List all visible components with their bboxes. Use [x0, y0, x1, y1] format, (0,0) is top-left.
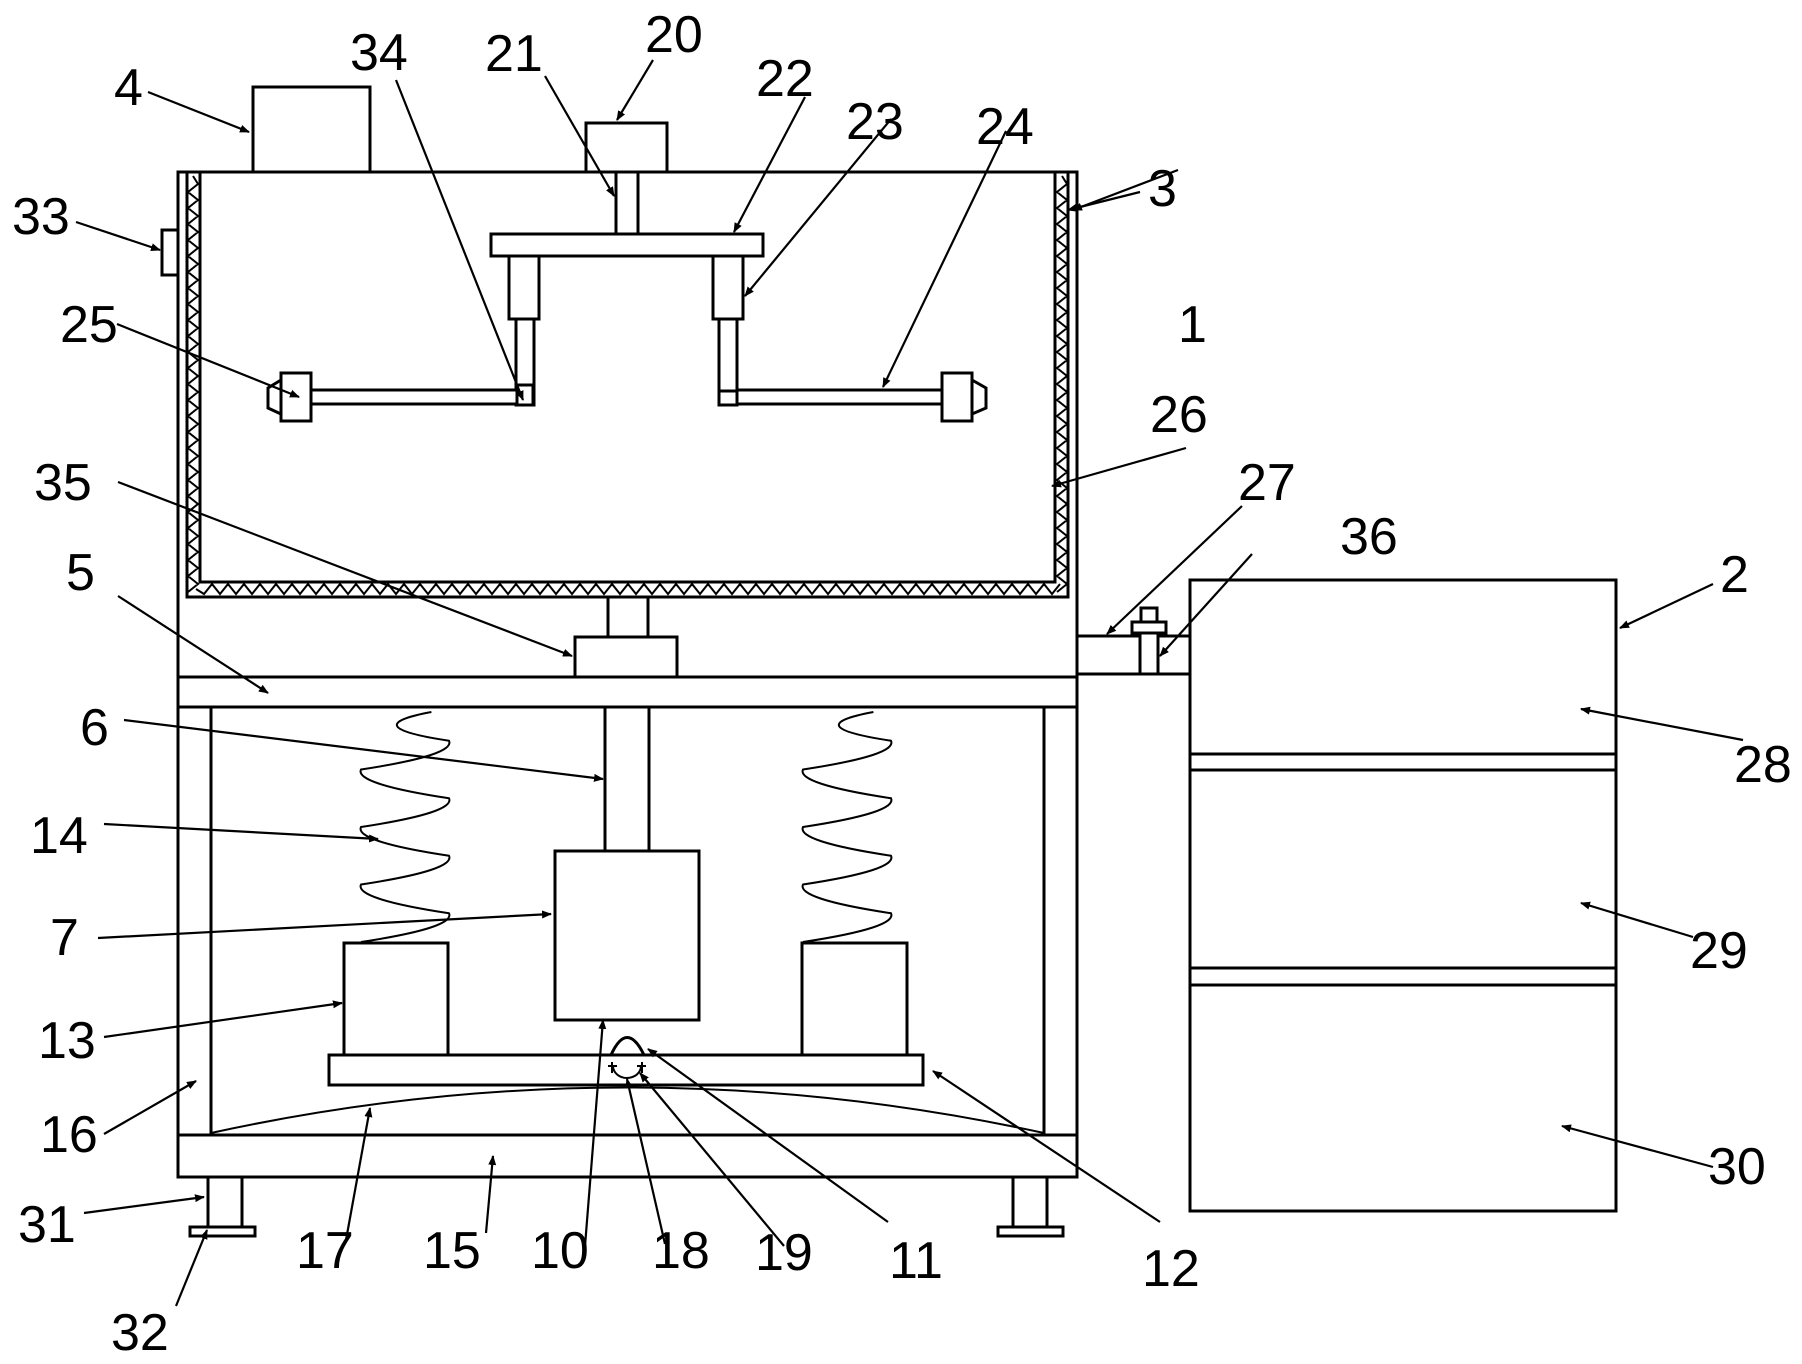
bolt-washer [1130, 620, 1168, 635]
spring-left [359, 711, 451, 943]
foot-left [206, 1175, 244, 1229]
label-16: 16 [40, 1106, 98, 1164]
label-29: 29 [1690, 922, 1748, 980]
label-17: 17 [296, 1222, 354, 1280]
label-31: 31 [18, 1196, 76, 1254]
label-5: 5 [66, 544, 95, 602]
center-rod [603, 705, 651, 853]
label-21: 21 [485, 25, 543, 83]
label-7: 7 [50, 909, 79, 967]
bolt-head [1139, 606, 1159, 624]
control-switch [160, 228, 180, 277]
support-column [606, 595, 650, 639]
spring-right [801, 711, 893, 943]
label-26: 26 [1150, 386, 1208, 444]
label-1: 1 [1178, 296, 1207, 354]
drive-shaft [614, 170, 640, 236]
label-28: 28 [1734, 736, 1792, 794]
label-20: 20 [645, 6, 703, 64]
label-10: 10 [531, 1222, 589, 1280]
top-drive-motor [584, 121, 669, 174]
label-15: 15 [423, 1222, 481, 1280]
cross-frame [489, 232, 765, 258]
label-27: 27 [1238, 454, 1296, 512]
label-32: 32 [111, 1304, 169, 1362]
label-3: 3 [1148, 160, 1177, 218]
label-30: 30 [1708, 1138, 1766, 1196]
top-motor-box [251, 85, 372, 174]
label-24: 24 [976, 98, 1034, 156]
label-4: 4 [114, 59, 143, 117]
part-labels: 1 2 3 4 5 6 7 10 11 12 13 14 15 16 17 18… [12, 6, 1792, 1362]
label-19: 19 [755, 1224, 813, 1282]
label-14: 14 [30, 807, 88, 865]
label-34: 34 [350, 24, 408, 82]
left-arm-assembly [266, 254, 541, 423]
label-2: 2 [1720, 546, 1749, 604]
label-22: 22 [756, 50, 814, 108]
label-33: 33 [12, 188, 70, 246]
label-36: 36 [1340, 508, 1398, 566]
label-35: 35 [34, 454, 92, 512]
weight-right [800, 941, 909, 1057]
foot-pad-right [996, 1225, 1065, 1238]
bearing-seat [573, 635, 679, 679]
base-plate [327, 1053, 925, 1087]
label-25: 25 [60, 296, 118, 354]
label-18: 18 [652, 1222, 710, 1280]
weight-left [342, 941, 450, 1057]
label-12: 12 [1142, 1240, 1200, 1298]
label-13: 13 [38, 1012, 96, 1070]
foot-pad-left [188, 1225, 257, 1238]
bottom-curve [210, 1086, 1045, 1134]
label-11: 11 [889, 1232, 943, 1290]
right-arm-assembly [711, 254, 988, 423]
pivot-joint [608, 1036, 647, 1079]
vibration-block [553, 849, 701, 1022]
label-23: 23 [846, 93, 904, 151]
label-6: 6 [80, 699, 109, 757]
leader-lines [75, 59, 1744, 1307]
foot-right [1011, 1175, 1049, 1229]
cabinet [1188, 578, 1618, 1213]
